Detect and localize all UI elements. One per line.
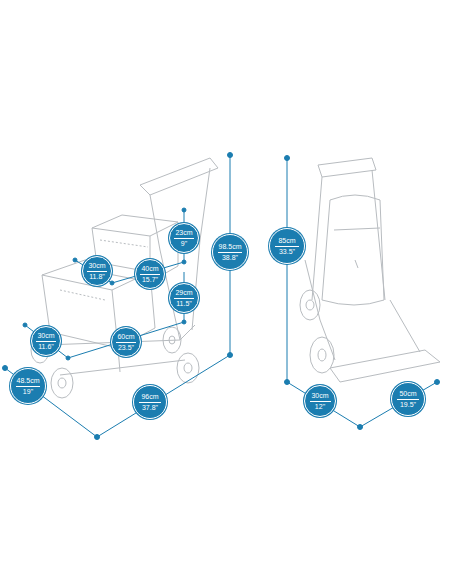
dimension-imperial: 37.8" (141, 404, 159, 412)
dimension-imperial: 23.5" (117, 344, 135, 352)
dimension-badge: 85cm 33.5" (269, 228, 305, 264)
badge-rule (16, 386, 40, 387)
dimension-imperial: 12" (314, 403, 326, 411)
dimension-badge: 30cm 11.8" (82, 256, 112, 286)
dimension-metric: 30cm (36, 332, 55, 340)
dimension-metric: 29cm (174, 289, 193, 297)
dimension-metric: 30cm (87, 262, 106, 270)
badge-rule (397, 399, 419, 400)
dimension-badge: 29cm 11.5" (169, 283, 199, 313)
dimension-badge: 30cm 11.6" (31, 326, 61, 356)
badge-rule (174, 238, 194, 239)
dimension-metric: 48.5cm (16, 377, 41, 385)
dimension-metric: 50cm (398, 390, 417, 398)
dimension-badge: 98.5cm 38.8" (212, 234, 248, 270)
stroller-folded (300, 158, 440, 382)
dimension-metric: 40cm (140, 265, 159, 273)
dimension-metric: 85cm (277, 237, 296, 245)
dimension-metric: 23cm (174, 229, 193, 237)
badge-rule (140, 274, 160, 275)
dimension-metric: 98.5cm (218, 243, 243, 251)
badge-rule (139, 402, 161, 403)
dimension-imperial: 33.5" (278, 248, 296, 256)
dimension-metric: 60cm (116, 333, 135, 341)
dimension-badge: 30cm 12" (304, 385, 336, 417)
dimension-metric: 30cm (310, 392, 329, 400)
dimension-badge: 23cm 9" (169, 223, 199, 253)
badge-rule (36, 341, 56, 342)
dimension-imperial: 9" (180, 240, 188, 248)
dimension-badge: 50cm 19.5" (391, 382, 425, 416)
badge-rule (116, 342, 136, 343)
stroller-open (31, 158, 218, 398)
dimension-imperial: 11.6" (37, 343, 55, 351)
badge-rule (310, 401, 331, 402)
dimension-badge: 96cm 37.8" (133, 385, 167, 419)
dimension-metric: 96cm (140, 393, 159, 401)
dimension-badge: 40cm 15.7" (135, 259, 165, 289)
dimension-imperial: 15.7" (141, 276, 159, 284)
dimension-imperial: 11.8" (88, 273, 106, 281)
dimension-imperial: 11.5" (175, 300, 193, 308)
dimension-imperial: 19.5" (399, 401, 417, 409)
badge-rule (87, 271, 107, 272)
dimension-imperial: 19" (22, 388, 34, 396)
dimension-badge: 60cm 23.5" (111, 327, 141, 357)
dimension-lines (3, 153, 440, 440)
dimension-imperial: 38.8" (221, 254, 239, 262)
badge-rule (218, 252, 242, 253)
badge-rule (275, 246, 299, 247)
badge-rule (174, 298, 194, 299)
dimension-badge: 48.5cm 19" (10, 368, 46, 404)
